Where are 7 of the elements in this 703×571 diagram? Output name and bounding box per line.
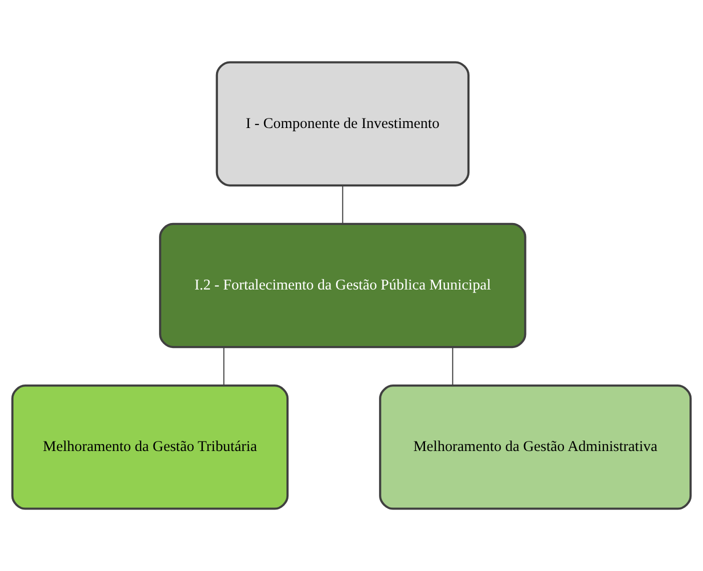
connector <box>342 185 344 224</box>
node-box: Melhoramento da Gestão Tributária <box>11 384 289 510</box>
node-box: Melhoramento da Gestão Administrativa <box>379 384 692 510</box>
connector <box>452 347 454 386</box>
node-box: I - Componente de Investimento <box>216 61 470 186</box>
node-box: I.2 - Fortalecimento da Gestão Pública Municipal <box>159 222 526 348</box>
connector <box>223 347 224 386</box>
